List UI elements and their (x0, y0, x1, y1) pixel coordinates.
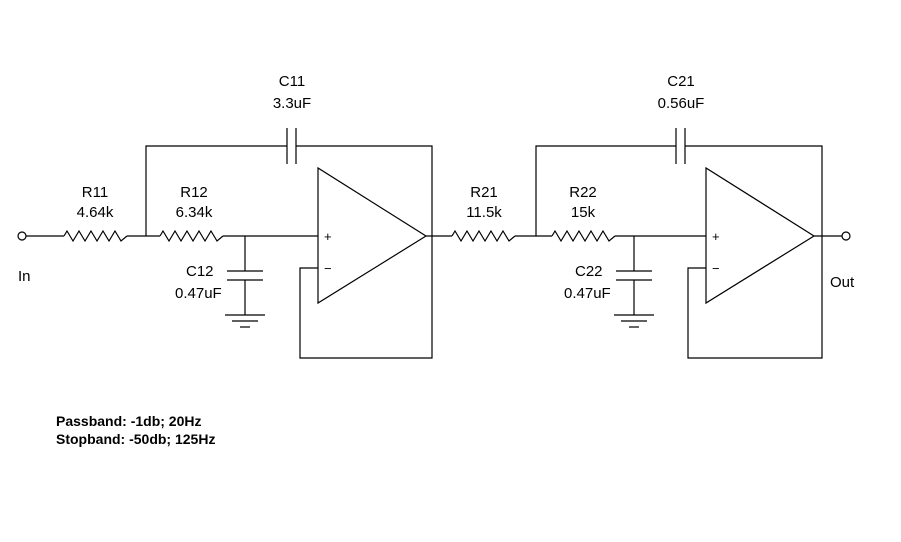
c11-feedback-wire (145, 145, 287, 236)
resistor-r12 (159, 229, 224, 243)
output-terminal (841, 231, 851, 241)
ground-symbol (614, 314, 654, 328)
opamp-1-feedback (299, 236, 433, 359)
r21-ref: R21 (470, 184, 498, 201)
opamp-2-feedback (687, 236, 823, 359)
passband-spec: Passband: -1db; 20Hz (56, 413, 202, 429)
c11-ref: C11 (279, 73, 305, 90)
opamp-1-minus-sign: − (324, 261, 332, 276)
input-terminal (17, 231, 27, 241)
c22-value: 0.47uF (564, 285, 611, 302)
resistor-r22 (551, 229, 616, 243)
opamp-2-minus-sign: − (712, 261, 720, 276)
ground-symbol (225, 314, 265, 328)
resistor-r21 (451, 229, 516, 243)
opamp-1 (317, 166, 428, 305)
stopband-spec: Stopband: -50db; 125Hz (56, 431, 216, 447)
r12-value: 6.34k (176, 204, 213, 221)
resistor-r11 (63, 229, 128, 243)
r22-ref: R22 (569, 184, 597, 201)
c22-ref: C22 (575, 263, 603, 280)
c21-value: 0.56uF (658, 95, 705, 112)
output-label: Out (830, 274, 855, 291)
c21-feedback-wire (685, 145, 823, 236)
r11-ref: R11 (82, 184, 108, 201)
c21-ref: C21 (667, 73, 695, 90)
c21-feedback-wire (535, 145, 676, 236)
c11-feedback-wire (296, 145, 433, 236)
r22-value: 15k (571, 204, 596, 221)
opamp-2-plus-sign: + (712, 229, 720, 244)
opamp-2 (705, 166, 816, 305)
r11-value: 4.64k (77, 204, 114, 221)
opamp-1-plus-sign: + (324, 229, 332, 244)
input-label: In (18, 268, 31, 285)
c12-ref: C12 (186, 263, 214, 280)
c11-value: 3.3uF (273, 95, 311, 112)
c12-value: 0.47uF (175, 285, 222, 302)
r21-value: 11.5k (466, 204, 502, 221)
r12-ref: R12 (180, 184, 208, 201)
